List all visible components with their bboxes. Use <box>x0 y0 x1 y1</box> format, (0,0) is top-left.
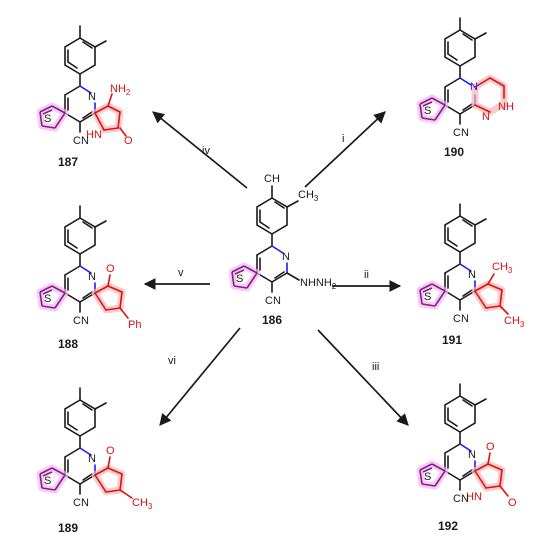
compound-label-189: 189 <box>58 521 78 535</box>
reagent-ii: ii <box>364 269 369 281</box>
compound-192: N O O HN CN S 192 <box>420 383 517 533</box>
compound-label-191: 191 <box>442 333 462 347</box>
reagent-v: v <box>178 267 184 279</box>
pyridine-n: N <box>88 453 96 465</box>
arrow-iii <box>317 329 409 426</box>
reagent-iv: iv <box>202 145 210 157</box>
cyano-group: CN <box>453 493 469 505</box>
carbonyl-o: O <box>486 441 495 453</box>
hydrazino-group: NHNH2 <box>300 277 337 291</box>
methyl-label: CH3 <box>492 261 513 275</box>
reagent-vi: vi <box>168 355 176 367</box>
compound-191: N CH3 CH3 CN S 191 <box>420 203 525 347</box>
arrow-i <box>304 111 386 188</box>
compound-188: N O Ph CN S 188 <box>40 205 141 351</box>
phenyl-group: Ph <box>128 319 141 331</box>
pyridine-n: N <box>468 449 476 461</box>
thiophene-s: S <box>44 113 51 125</box>
pyridine-n: N <box>470 81 478 93</box>
carbonyl-o: O <box>106 263 115 275</box>
thiophene-s: S <box>424 105 431 117</box>
cyano-group: CN <box>73 315 89 327</box>
pyrazole-nh: HN <box>86 129 102 141</box>
compound-label-190: 190 <box>444 145 464 159</box>
carbonyl-o: O <box>106 445 115 457</box>
arrow-vi <box>159 327 241 426</box>
thiophene-s: S <box>44 293 51 305</box>
cyano-group: CN <box>73 135 89 147</box>
arrow-iv <box>152 111 248 189</box>
compound-189: N O CH3 CN S 189 <box>40 387 153 535</box>
compound-label-187: 187 <box>58 155 78 169</box>
thiophene-s: S <box>44 475 51 487</box>
pyridine-n: N <box>88 91 96 103</box>
methyl-label: CH3 <box>504 315 525 329</box>
carbonyl-o: O <box>124 135 133 147</box>
amino-group: NH2 <box>110 83 131 97</box>
compound-190: N N NH CN S 190 <box>420 17 514 159</box>
pyridine-n: N <box>468 269 476 281</box>
compound-label-186: 186 <box>262 313 282 327</box>
compound-label-192: 192 <box>438 519 458 533</box>
thiophene-s: S <box>236 273 243 285</box>
cyano-group: CN <box>265 295 281 307</box>
methyl-label: CH3 <box>298 189 319 203</box>
thiophene-s: S <box>424 291 431 303</box>
reagent-iii: iii <box>372 361 379 373</box>
cyano-group: CN <box>453 127 469 139</box>
methyl-label: CH3 <box>132 497 153 511</box>
cyano-group: CN <box>73 497 89 509</box>
ring-n: N <box>482 111 490 123</box>
compound-187: N NH2 HN O CN S 187 <box>40 25 133 169</box>
compound-186: CH CH3 N NHNH2 CN S 186 <box>232 173 337 327</box>
carbonyl-o: O <box>508 497 517 509</box>
cyano-group: CN <box>453 313 469 325</box>
methyl-label: CH <box>264 173 280 185</box>
pyridine-n: N <box>88 271 96 283</box>
ring-nh: HN <box>466 491 482 503</box>
pyridine-n: N <box>282 251 290 263</box>
ring-nh: NH <box>498 101 514 113</box>
compound-label-188: 188 <box>58 337 78 351</box>
reagent-i: i <box>342 133 344 145</box>
thiophene-s: S <box>424 471 431 483</box>
